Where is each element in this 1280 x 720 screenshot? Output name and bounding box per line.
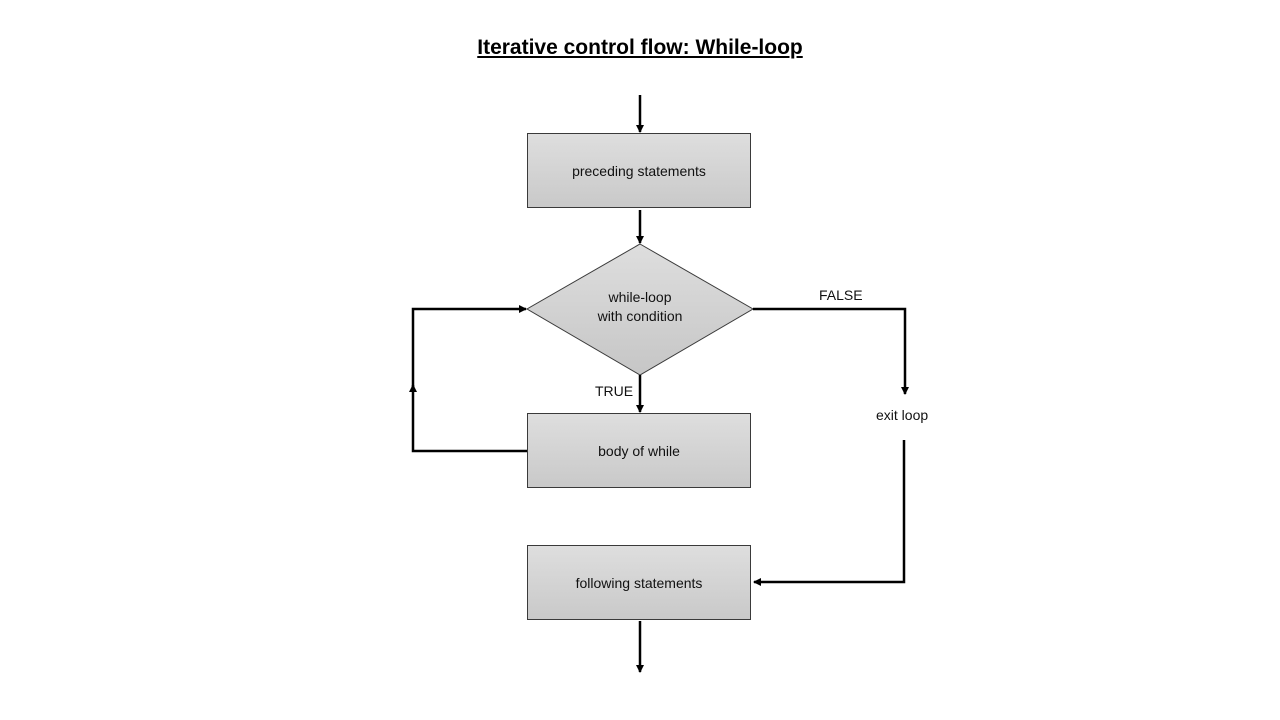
following-statements-label: following statements	[575, 574, 703, 591]
exit-loop-label: exit loop	[876, 407, 929, 423]
preceding-statements-box: preceding statements	[527, 133, 751, 208]
condition-label-line1: while-loop	[608, 289, 672, 305]
diagram-title: Iterative control flow: While-loop	[477, 36, 803, 59]
condition-label: while-loop with condition	[528, 288, 752, 326]
true-label: TRUE	[595, 383, 634, 399]
false-branch-arrow	[753, 307, 909, 395]
preceding-statements-label: preceding statements	[572, 162, 706, 179]
false-label: FALSE	[819, 287, 863, 303]
loop-body-label: body of while	[598, 442, 680, 459]
condition-label-line2: with condition	[597, 308, 683, 324]
loop-back-line	[409, 384, 527, 453]
loop-back-arrow	[411, 305, 527, 390]
exit-to-following-arrow	[753, 440, 906, 586]
following-statements-box: following statements	[527, 545, 751, 620]
loop-body-box: body of while	[527, 413, 751, 488]
